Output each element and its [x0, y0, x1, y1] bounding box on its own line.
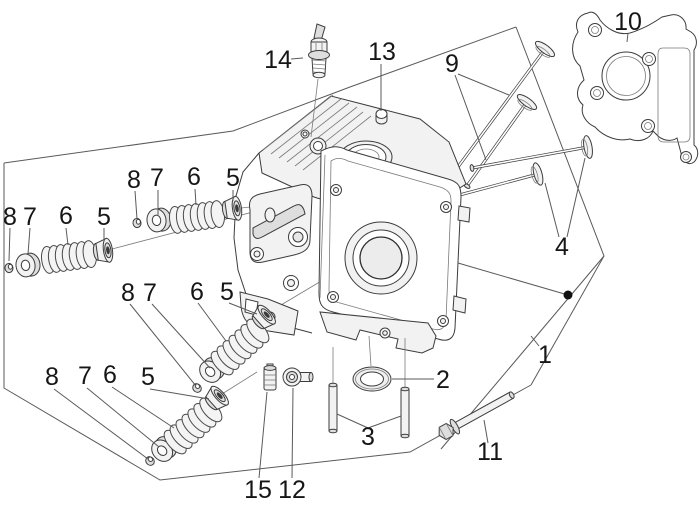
cylinder-head-drawing	[233, 94, 471, 387]
leader-line-7-1	[151, 303, 211, 369]
part-label-10: 10	[614, 8, 642, 36]
part-label-12: 12	[278, 476, 306, 504]
leader-line-5-1	[228, 302, 258, 315]
part-label-5: 5	[141, 363, 155, 391]
leader-line-8-1	[129, 303, 197, 387]
leader-line-6-1	[65, 227, 69, 246]
leader-line-14-1	[290, 57, 304, 60]
part-label-6: 6	[59, 202, 73, 230]
part-label-4: 4	[555, 233, 569, 261]
part-label-7: 7	[143, 279, 157, 307]
part-label-8: 8	[121, 279, 135, 307]
leader-line-6-1	[194, 188, 197, 206]
valve-spring-set-2	[131, 195, 244, 235]
part-label-13: 13	[368, 38, 396, 66]
leader-line-4-1	[544, 182, 560, 238]
part-label-7: 7	[78, 362, 92, 390]
part-label-6: 6	[103, 361, 117, 389]
part-label-6: 6	[187, 163, 201, 191]
valve-4a	[469, 134, 595, 173]
leader-line-9-1	[457, 73, 510, 96]
stud-3a	[328, 382, 338, 434]
assembly-dot	[563, 290, 573, 300]
assembly-dot-leader	[457, 262, 569, 296]
valve-4b	[448, 161, 546, 202]
part-label-1: 1	[538, 341, 552, 369]
part-label-9: 9	[445, 50, 459, 78]
part-label-3: 3	[361, 423, 375, 451]
stud-3b	[400, 386, 410, 439]
leader-line-7-1	[86, 387, 160, 448]
part-label-5: 5	[97, 203, 111, 231]
valve-spring-set-4	[143, 383, 232, 468]
valve-9a	[450, 38, 558, 175]
leader-line-12-1	[291, 387, 294, 479]
part-label-8: 8	[3, 203, 17, 231]
part-label-5: 5	[226, 164, 240, 192]
part-label-7: 7	[23, 203, 37, 231]
temperature-sensor-14	[308, 23, 330, 138]
leader-line-6-1	[111, 386, 175, 429]
screw-plug-12	[282, 367, 314, 387]
leader-line-3-1	[336, 413, 369, 429]
part-label-8: 8	[127, 166, 141, 194]
part-label-2: 2	[436, 366, 450, 394]
leader-line-1-1	[530, 335, 540, 347]
part-label-8: 8	[45, 363, 59, 391]
head-gasket-10	[572, 11, 699, 165]
leader-line-6-1	[197, 302, 227, 342]
part-label-6: 6	[190, 278, 204, 306]
flange-bolt-11	[438, 391, 515, 441]
grub-screw-15	[263, 363, 277, 391]
frame-line-3	[3, 26, 517, 164]
screw-plug-13	[375, 109, 388, 125]
valve-9b	[462, 91, 540, 190]
leader-line-10-1	[626, 32, 629, 43]
leader-line-15-1	[258, 391, 268, 479]
leader-line-11-1	[483, 419, 489, 444]
part-label-7: 7	[150, 164, 164, 192]
valve-spring-set-1	[3, 237, 115, 279]
part-label-5: 5	[220, 278, 234, 306]
part-label-15: 15	[244, 476, 272, 504]
part-label-11: 11	[477, 438, 503, 466]
sealing-washer-2	[352, 366, 392, 392]
cooling-fins	[262, 94, 372, 171]
leader-line-7-1	[27, 227, 31, 255]
leader-line-8-1	[53, 388, 149, 460]
part-label-14: 14	[264, 46, 292, 74]
leader-line-8-1	[134, 190, 138, 220]
leader-line-3-2	[367, 415, 402, 429]
leader-line-8-1	[8, 227, 11, 262]
leader-line-4-2	[566, 157, 586, 238]
leader-line-5-1	[149, 388, 210, 400]
leader-line-9-2	[454, 74, 487, 161]
